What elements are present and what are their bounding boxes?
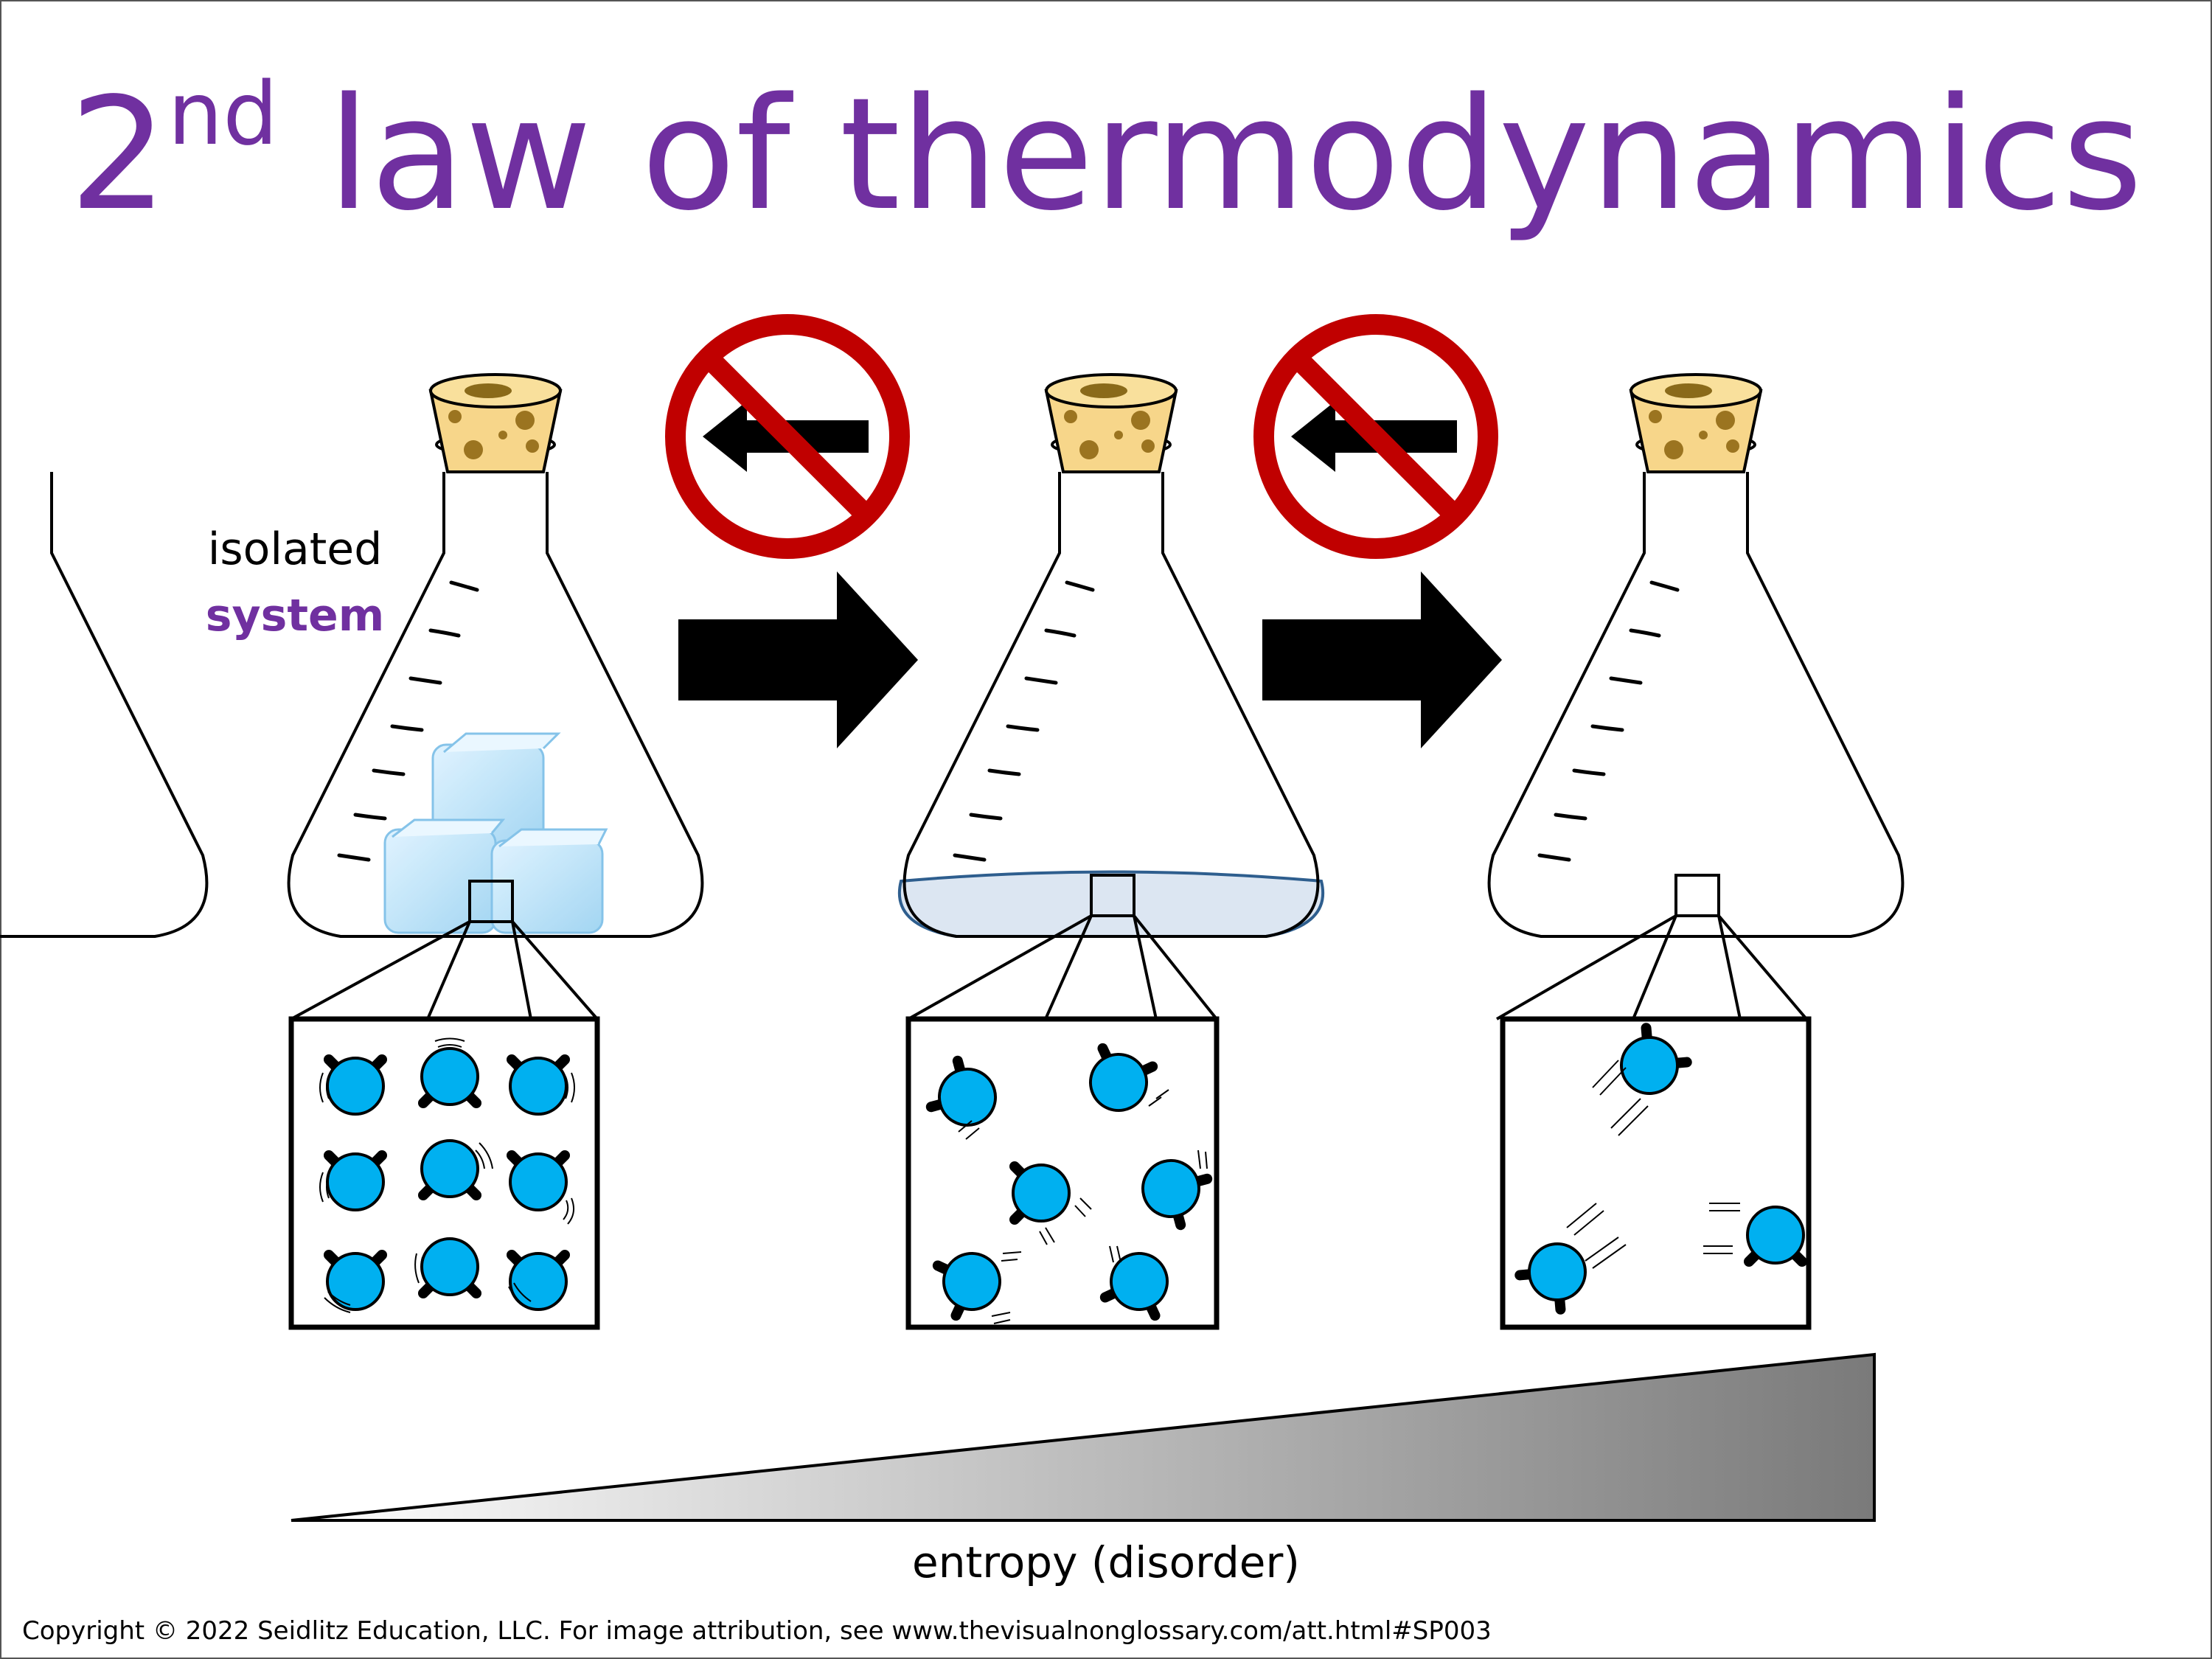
isolated-label: isolated xyxy=(207,524,383,575)
solid-molecules xyxy=(319,1037,575,1313)
title-prefix: 2 xyxy=(69,64,168,245)
liquid-molecules xyxy=(929,1046,1209,1324)
flask-1 xyxy=(287,373,704,938)
title-rest: law of thermodynamics xyxy=(278,64,2143,245)
cork-icon xyxy=(1045,373,1178,473)
title-superscript: nd xyxy=(167,63,279,164)
copyright-notice: Copyright © 2022 Seidlitz Education, LLC… xyxy=(22,1616,1492,1646)
system-label: system xyxy=(205,590,385,641)
flask-solid xyxy=(0,470,209,938)
water-icon xyxy=(897,870,1325,938)
forward-arrow-icon xyxy=(1262,571,1502,748)
flask-2 xyxy=(897,373,1325,938)
forward-arrow-icon xyxy=(678,571,918,748)
zoom-region xyxy=(1674,874,1720,917)
zoom-region xyxy=(1090,874,1135,917)
ice-cubes-icon xyxy=(383,732,608,934)
flask-outline xyxy=(1487,470,1905,938)
entropy-wedge xyxy=(291,1352,1876,1522)
zoom-region xyxy=(468,880,514,923)
no-reverse-sign-icon xyxy=(1264,324,1488,549)
flask-3 xyxy=(1487,373,1905,938)
cork-icon xyxy=(1630,373,1762,473)
page-title: 2nd law of thermodynamics xyxy=(0,29,2212,251)
cork-icon xyxy=(429,373,562,473)
no-reverse-sign-icon xyxy=(675,324,900,549)
gas-molecules xyxy=(1517,1026,1804,1311)
zoom-lines xyxy=(291,914,1808,1020)
isolated-system-label: isolated system xyxy=(184,516,406,649)
flask-outline xyxy=(902,470,1320,938)
entropy-label: entropy (disorder) xyxy=(912,1537,1300,1587)
